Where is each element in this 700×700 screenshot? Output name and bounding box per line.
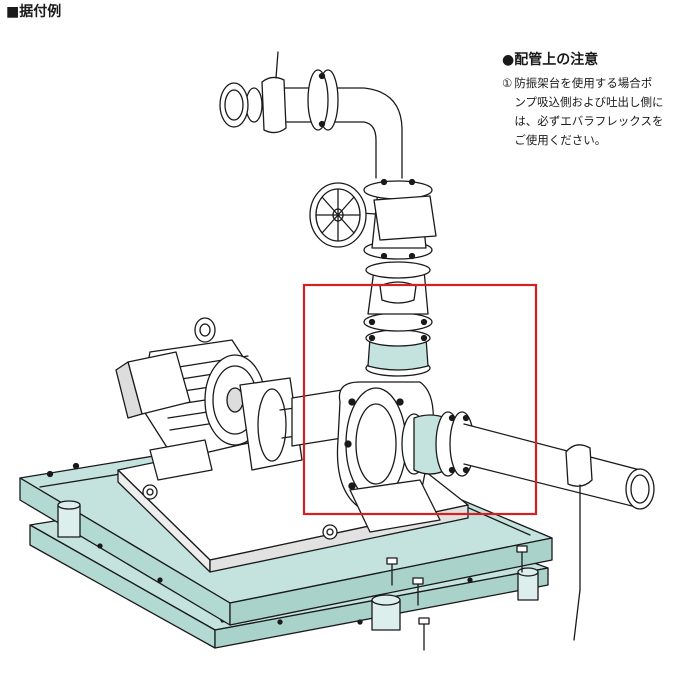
flexible-joint-highlight-frame	[302, 283, 538, 516]
pump-casing	[336, 381, 441, 533]
discharge-flexible-joint	[363, 312, 433, 377]
discharge-pipe-hanger	[261, 51, 287, 134]
note-number: ①	[502, 76, 513, 90]
note-text: 防振架台を使用する場合ポ ンプ吸込側および吐出し側に は、必ずエバラフレックスを…	[514, 76, 664, 147]
spring-isolator-rear-right	[517, 567, 539, 601]
gate-valve	[363, 178, 437, 260]
suction-pipe	[463, 423, 655, 510]
note-body: ① 防振架台を使用する場合ポ ンプ吸込側および吐出し側に は、必ずエバラフレック…	[502, 74, 698, 150]
page-title: ■据付例	[6, 4, 62, 20]
valve-handwheel	[309, 182, 377, 248]
anchor-bolt	[386, 545, 528, 651]
check-valve	[365, 261, 431, 315]
discharge-pipe	[219, 69, 403, 179]
note-heading: ●配管上の注意	[502, 52, 599, 68]
suction-flexible-joint	[401, 411, 475, 477]
piping-caution-note: ●配管上の注意 ① 防振架台を使用する場合ポ ンプ吸込側および吐出し側に は、必…	[502, 50, 698, 150]
spring-isolator-front-right	[371, 594, 401, 631]
spring-isolator-front-left	[57, 500, 81, 538]
suction-pipe-hanger	[565, 444, 593, 641]
